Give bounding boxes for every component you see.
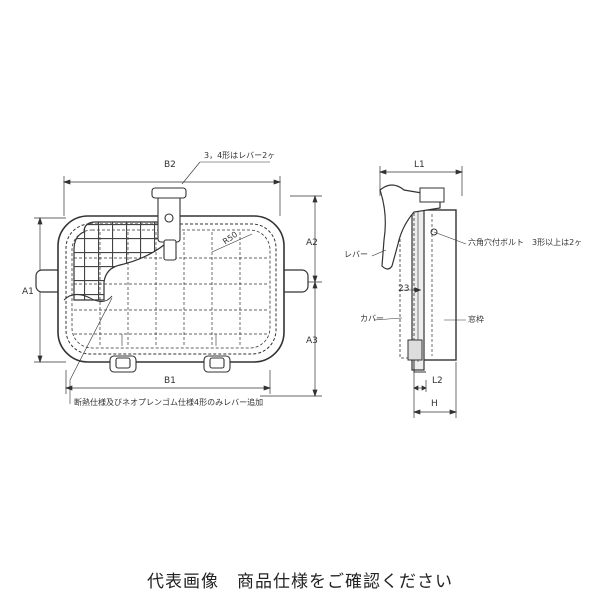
label-lever-note: 3，4形はレバー2ヶ (204, 151, 276, 160)
label-b2: B2 (164, 160, 176, 170)
bottom-latch-left (109, 355, 137, 373)
label-a3: A3 (306, 336, 318, 346)
dimension-b1 (64, 370, 272, 394)
label-a2: A2 (306, 238, 318, 248)
label-h: H (431, 399, 438, 409)
label-b1: B1 (164, 376, 176, 386)
label-dim-23: 23 (398, 284, 410, 294)
dimension-l2 (413, 372, 427, 392)
label-lever: レバー (344, 250, 368, 259)
bottom-latch-right (203, 355, 231, 373)
dimension-h (412, 362, 458, 418)
label-cover: カバー (360, 314, 384, 323)
dashed-grid (74, 232, 268, 346)
side-lever (379, 184, 441, 270)
side-view (371, 166, 467, 418)
dimension-l1 (378, 166, 464, 196)
label-window-frame: 窓枠 (468, 315, 484, 324)
front-view (34, 161, 322, 404)
top-lever (151, 187, 187, 261)
label-l2: L2 (432, 376, 443, 386)
label-bolt-note: 六角穴付ボルト 3形以上は2ヶ (468, 238, 583, 247)
label-a1: A1 (22, 287, 34, 297)
label-l1: L1 (414, 160, 425, 170)
window-frame-side (419, 209, 457, 361)
dimension-a2-a3 (260, 194, 322, 398)
caption: 代表画像 商品仕様をご確認ください (147, 572, 453, 592)
dimension-b2 (62, 176, 282, 216)
label-bottom-note: 断熱仕様及びネオプレンゴム仕様4形のみレバー追加 (74, 398, 264, 407)
